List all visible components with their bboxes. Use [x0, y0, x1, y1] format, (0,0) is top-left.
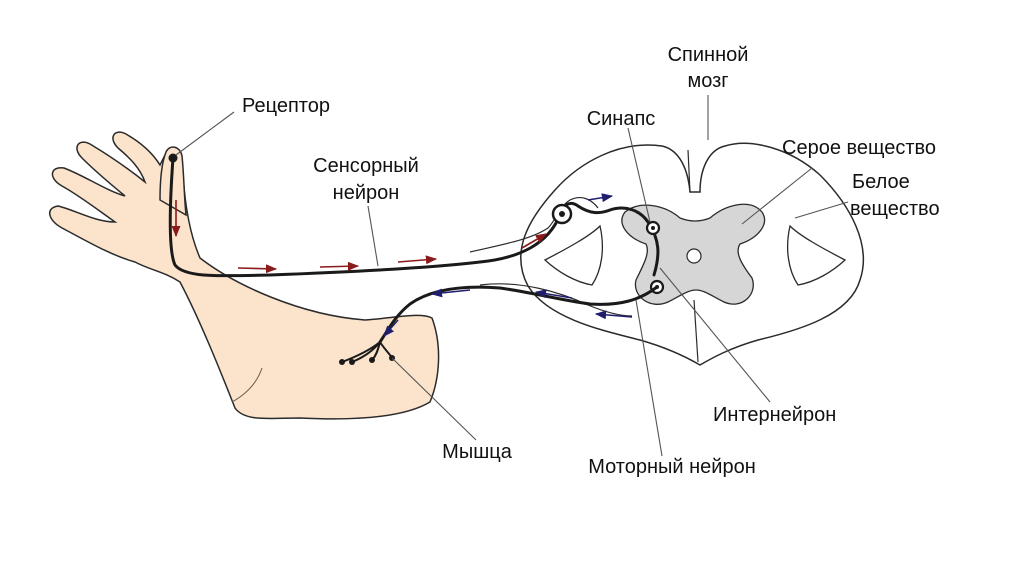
sensory-arrows: [171, 200, 547, 274]
receptor-dot: [168, 153, 178, 163]
leader-lines: [175, 95, 849, 457]
leader-motor-neuron: [635, 299, 663, 457]
leader-sensory-neuron: [367, 205, 379, 267]
elbow-crease: [231, 367, 263, 403]
label-white-matter-2: вещество: [850, 198, 940, 220]
motor-arrow: [594, 310, 633, 320]
leader-receptor: [175, 111, 235, 156]
label-sensory-neuron-2: нейрон: [333, 182, 400, 204]
dorsal-fissure: [687, 149, 691, 193]
sensory-arrow: [237, 264, 278, 274]
sensory-neuron-path: [168, 156, 660, 278]
leader-synapse: [627, 127, 651, 223]
label-spinal-cord-1: Спинной: [668, 44, 749, 66]
sensory-arrow: [319, 261, 360, 271]
arm-outline: [49, 131, 440, 420]
sensory-neuron: [168, 153, 660, 278]
motor-arrow: [587, 193, 614, 203]
central-canal: [686, 248, 702, 264]
motor-arrow: [534, 289, 573, 299]
label-receptor: Рецептор: [242, 95, 330, 117]
leader-gray-matter: [741, 167, 813, 225]
motor-arrow: [430, 288, 471, 298]
label-synapse: Синапс: [587, 108, 656, 130]
leader-interneuron: [659, 267, 771, 403]
leader-muscle: [391, 357, 477, 441]
leader-white-matter: [794, 201, 849, 219]
label-motor-neuron: Моторный нейрон: [588, 456, 756, 478]
labels: Спинной мозг Рецептор Синапс Серое вещес…: [242, 44, 940, 478]
sensory-arrow: [397, 255, 438, 265]
sensory-arrow: [521, 233, 547, 249]
white-matter-right: [787, 224, 847, 286]
label-white-matter-1: Белое: [852, 171, 910, 193]
motor-endings: [341, 341, 393, 363]
sensory-ganglion-nucleus: [559, 211, 565, 217]
motor-ending-2: [349, 359, 355, 365]
motor-ending-1: [339, 359, 345, 365]
motor-ending-3: [369, 357, 375, 363]
motor-neuron-path: [378, 285, 659, 344]
interneuron-synapse-top-dot: [651, 226, 655, 230]
label-spinal-cord-2: мозг: [687, 70, 728, 92]
motor-arrow: [383, 319, 399, 337]
white-matter-left: [543, 224, 603, 286]
motor-arrows: [383, 193, 633, 337]
label-muscle: Мышца: [442, 441, 513, 463]
label-interneuron: Интернейрон: [713, 404, 836, 426]
label-gray-matter: Серое вещество: [782, 137, 936, 159]
spinal-cord: [469, 142, 865, 366]
label-sensory-neuron-1: Сенсорный: [313, 155, 419, 177]
